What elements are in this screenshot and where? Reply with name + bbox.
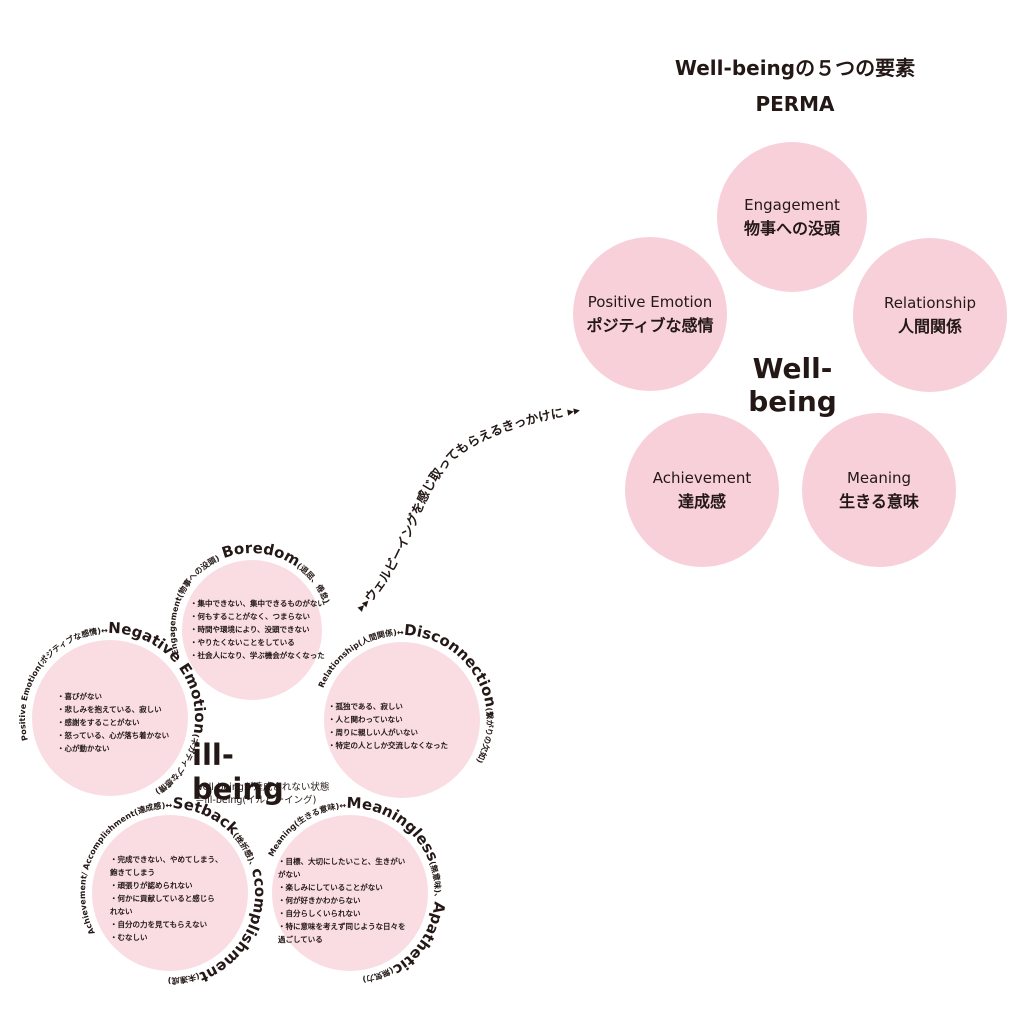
list-item: ・感謝をすることがない <box>57 718 140 727</box>
list-item: ・自分の力を見てもらえない <box>110 920 208 929</box>
arc-post: (挫折感)、 <box>231 831 258 870</box>
element-en: Positive Emotion <box>587 293 713 311</box>
arc-main: Setback <box>172 794 243 839</box>
arc-main: Meaningless <box>346 794 442 864</box>
wellbeing-center-label: Well-being <box>748 352 837 418</box>
element-ja: ポジティブな感情 <box>586 316 714 335</box>
ill-circle-setback <box>92 815 248 971</box>
list-item: ・完成できない、やめてしまう、 <box>110 855 223 864</box>
meaningless-list: ・目標、大切にしたいこと、生きがい がない ・楽しみにしていることがない ・何が… <box>278 855 406 946</box>
list-item: ・悲しみを抱えている、寂しい <box>57 705 162 714</box>
list-item: ・怒っている、心が落ち着かない <box>57 731 170 740</box>
arc-post: (無意味)、 <box>427 860 443 901</box>
list-item: ・むなしい <box>110 933 148 942</box>
list-item: ・特定の人としか交流しなくなった <box>328 741 448 750</box>
list-item: ・集中できない、集中できるものがない <box>190 599 325 608</box>
list-item: がない <box>278 870 301 879</box>
ill-circle-meaningless <box>272 815 428 971</box>
element-en: Achievement <box>652 469 752 487</box>
list-item: ・目標、大切にしたいこと、生きがい <box>278 857 406 866</box>
diagram-subtitle: PERMA <box>755 92 835 116</box>
arc-pre: Achievement/ Accomplishment(達成感)↔ <box>78 800 173 936</box>
perma-engagement: Engagement 物事への没頭 <box>717 142 867 292</box>
list-item: ・特に意味を考えず同じような日々を <box>278 922 406 931</box>
arc-main: Disconnection <box>403 621 500 709</box>
perma-relationship: Relationship 人間関係 <box>853 238 1007 392</box>
arrow-text-path: ▸▸ウェルビーイングを感じ取ってもらえるきっかけに ▸▸ <box>353 402 581 614</box>
list-item: ・喜びがない <box>57 692 102 701</box>
list-item: ・何もすることがなく、つまらない <box>190 612 310 621</box>
list-item: 過ごしている <box>278 935 323 944</box>
arc-post-2: (無気力) <box>362 965 395 984</box>
list-item: ・何が好きかわからない <box>278 896 361 905</box>
illbeing-desc-1: well-beingが達成されない状態 <box>195 782 330 793</box>
ill-circle-boredom <box>182 560 322 700</box>
arc-text: Engagement(物事への没頭)Boredom(退屈、倦怠) <box>168 539 331 656</box>
list-item: ・心が動かない <box>57 744 110 753</box>
arc-text: Meaning(生きる意味)↔Meaningless(無意味)、Apatheti… <box>267 794 449 985</box>
meaningless-arc-label: Meaning(生きる意味)↔Meaningless(無意味)、Apatheti… <box>267 794 449 985</box>
boredom-arc-label: Engagement(物事への没頭)Boredom(退屈、倦怠) <box>168 539 331 656</box>
arc-main-2: ccomplishment <box>197 866 269 986</box>
arc-text: Relationship(人間関係)↔Disconnection(繋がりの欠如) <box>317 621 500 765</box>
illbeing-desc-2: ＝ill-being(イルビーイング) <box>195 795 317 806</box>
list-item: ・社会人になり、学ぶ機会がなくなった <box>190 651 325 660</box>
perma-achievement: Achievement 達成感 <box>625 413 779 567</box>
element-ja: 生きる意味 <box>839 492 919 511</box>
ill-circle-disconnection <box>324 642 480 798</box>
list-item: ・孤独である、寂しい <box>328 702 403 711</box>
perma-meaning: Meaning 生きる意味 <box>802 413 956 567</box>
element-en: Engagement <box>744 196 840 214</box>
element-ja: 物事への没頭 <box>743 219 840 238</box>
list-item: ・人と関わっていない <box>328 715 403 724</box>
arc-text: Achievement/ Accomplishment(達成感)↔Setback… <box>78 794 269 986</box>
list-item: ・自分らしくいられない <box>278 909 361 918</box>
element-ja: 達成感 <box>677 492 726 511</box>
setback-arc-label: Achievement/ Accomplishment(達成感)↔Setback… <box>78 794 269 986</box>
list-item: ・何かに貢献していると感じら <box>110 894 215 903</box>
list-item: 飽きてしまう <box>110 868 155 877</box>
arc-post-2: (未達成) <box>168 971 201 986</box>
list-item: ・楽しみにしていることがない <box>278 883 383 892</box>
list-item: れない <box>110 907 133 916</box>
arc-pre: Meaning(生きる意味)↔ <box>267 801 347 858</box>
element-en: Meaning <box>846 469 912 487</box>
arc-pre: Positive Emotion(ポジティブな感情)↔ <box>18 626 108 742</box>
perma-positive-emotion: Positive Emotion ポジティブな感情 <box>573 237 727 391</box>
arc-pre: Relationship(人間関係)↔ <box>317 627 404 689</box>
arc-text: Positive Emotion(ポジティブな感情)↔Negative Emot… <box>18 619 209 796</box>
arc-main: Boredom <box>220 539 304 570</box>
arc-main: Negative Emotion <box>108 619 209 735</box>
list-item: ・時間や環境により、没頭できない <box>190 625 310 634</box>
wellbeing-cue-arrow-text: ▸▸ウェルビーイングを感じ取ってもらえるきっかけに ▸▸ <box>353 402 581 614</box>
list-item: ・頑張りが認められない <box>110 881 193 890</box>
arc-post: (ネガティブな感情) <box>154 733 201 796</box>
element-en: Relationship <box>883 294 977 312</box>
disconnection-list: ・孤独である、寂しい ・人と関わっていない ・周りに親しい人がいない ・特定の人… <box>328 700 448 752</box>
diagram-title: Well-beingの５つの要素 <box>674 56 916 80</box>
element-ja: 人間関係 <box>897 317 962 336</box>
arc-post: (退屈、倦怠) <box>295 561 331 604</box>
arc-main-2: Apathetic <box>390 900 449 978</box>
arc-post: (繋がりの欠如) <box>475 707 496 765</box>
illbeing-title: ill-being <box>192 738 284 806</box>
list-item: ・周りに親しい人がいない <box>328 728 418 737</box>
negative-emotion-list: ・喜びがない ・悲しみを抱えている、寂しい ・感謝をすることがない ・怒っている… <box>57 690 169 755</box>
negative-emotion-arc-label: Positive Emotion(ポジティブな感情)↔Negative Emot… <box>18 619 209 796</box>
boredom-list: ・集中できない、集中できるものがない ・何もすることがなく、つまらない ・時間や… <box>190 597 325 662</box>
setback-list: ・完成できない、やめてしまう、 飽きてしまう ・頑張りが認められない ・何かに貢… <box>110 853 223 944</box>
disconnection-arc-label: Relationship(人間関係)↔Disconnection(繋がりの欠如) <box>317 621 500 765</box>
list-item: ・やりたくないことをしている <box>190 638 295 647</box>
ill-circle-negative-emotion <box>32 640 188 796</box>
arc-pre: Engagement(物事への没頭) <box>168 554 221 656</box>
